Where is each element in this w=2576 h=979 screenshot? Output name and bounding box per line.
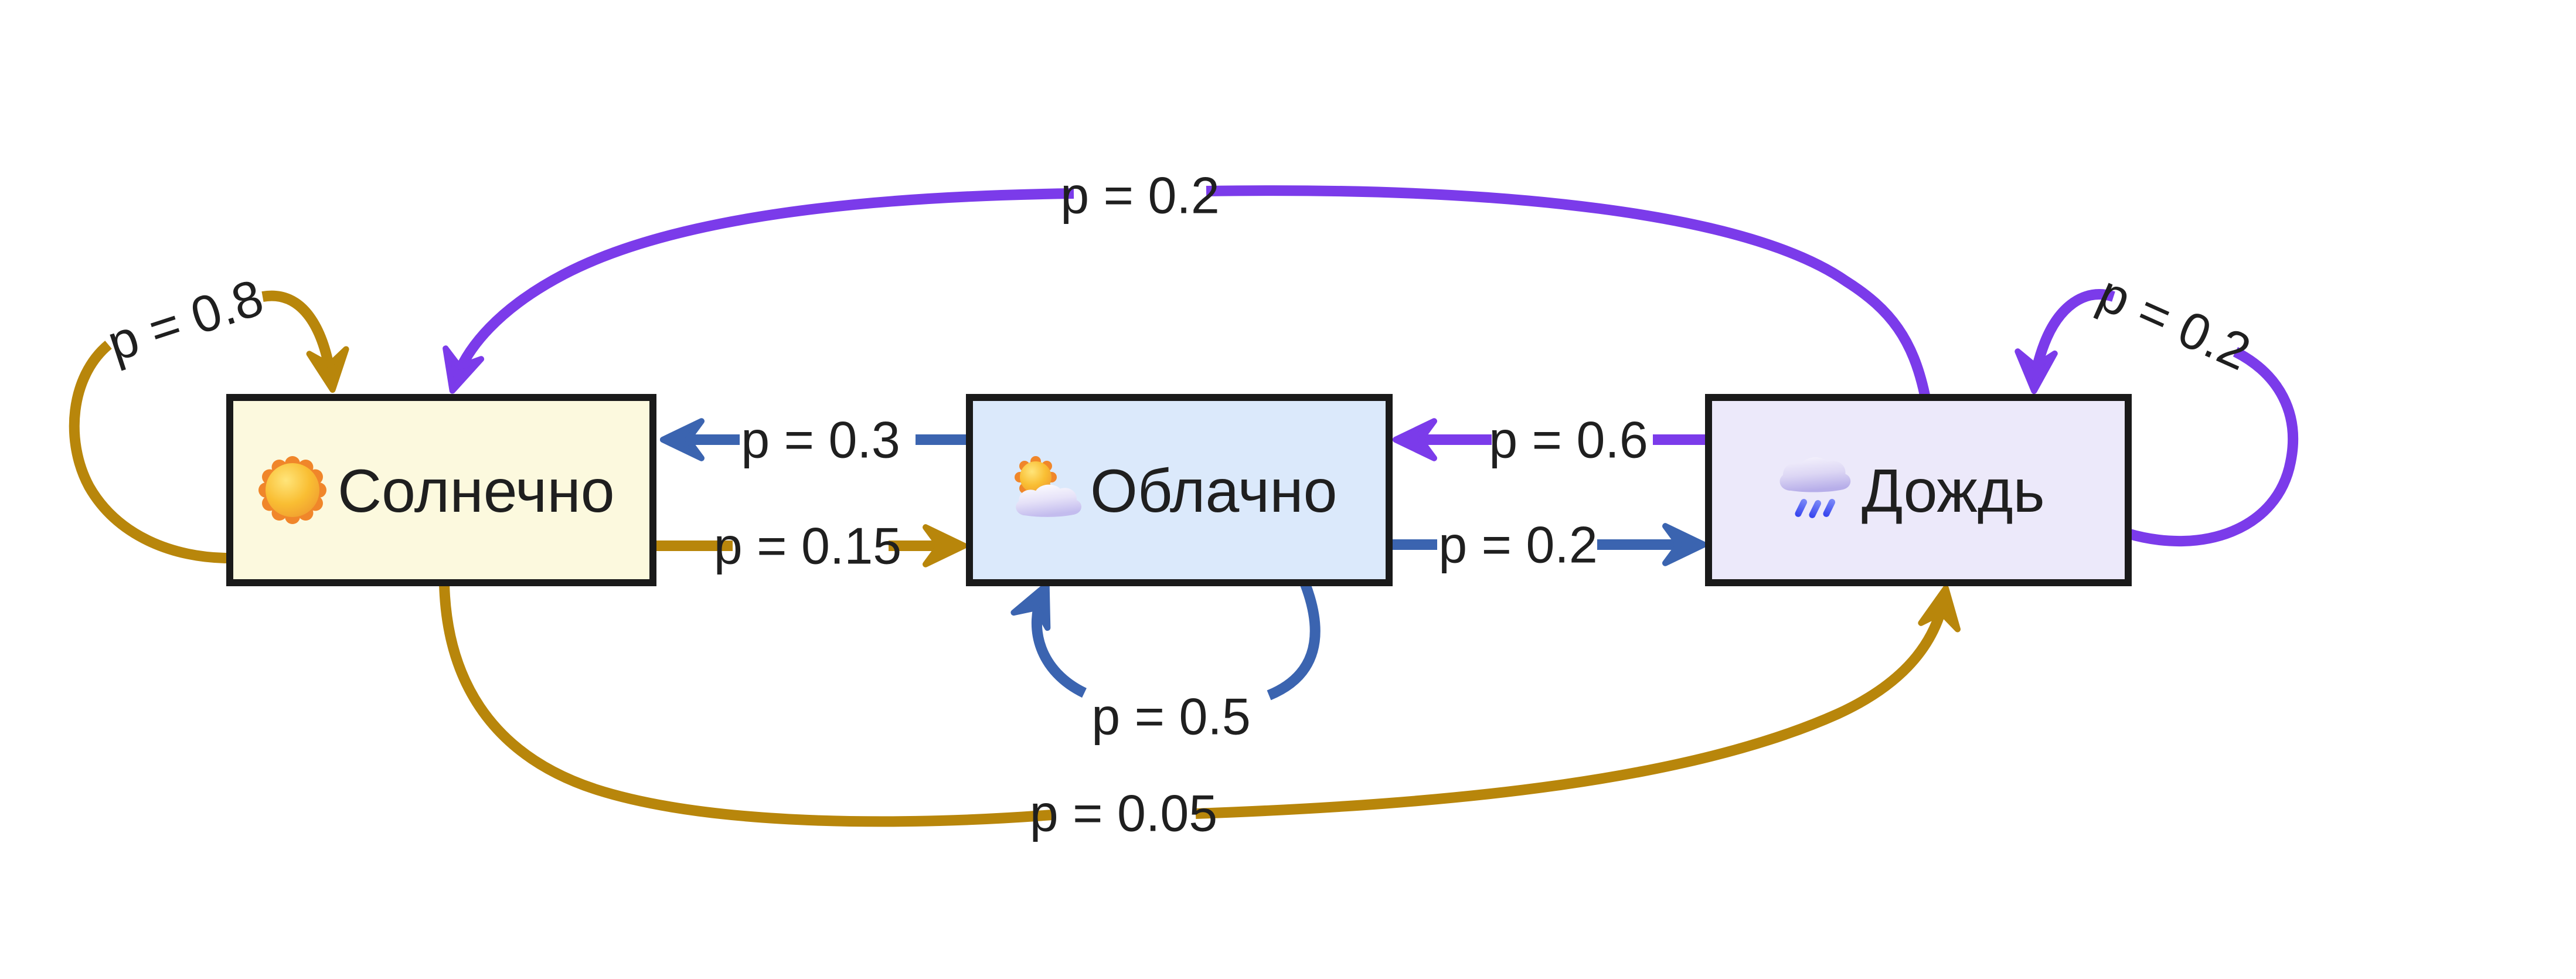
transition-label: p = 0.05 [1030,784,1218,842]
state-label: Дождь [1862,457,2045,525]
state-cloudy: Облачно [966,394,1393,586]
cloudy-self-loop-arrow [1010,582,1087,698]
sun-behind-cloud-icon [1015,456,1081,517]
rain-self-loop-arc [2126,346,2298,546]
transition-cloudy-to-rain: p = 0.2 [1391,516,1707,574]
state-sunny: Солнечно [226,394,656,586]
transition-label: p = 0.2 [1060,166,1220,225]
state-label: Облачно [1090,457,1337,525]
state-rain: Дождь [1705,394,2132,586]
sunny-self-loop-arc [69,341,230,563]
transition-rain-to-cloudy: p = 0.6 [1392,411,1707,469]
sun-icon [258,456,326,524]
transition-rain-to-sunny: p = 0.2 [443,166,1930,396]
rain-cloud-icon [1779,457,1851,518]
cloudy-self-loop-arc [1267,580,1321,701]
rain-to-sunny-arc-right [1206,185,1930,396]
sunny-to-rain-arc-left [439,583,1053,827]
rain-to-sunny-arc-left [443,188,1074,394]
transition-cloudy-to-sunny: p = 0.3 [659,411,967,469]
state-box [1705,394,2132,586]
state-label: Солнечно [338,457,615,525]
transition-label: p = 0.5 [1091,688,1251,746]
rain-self-loop-arrow [2014,289,2115,395]
sunny-to-rain-arc-right [1195,585,1961,819]
transition-label: p = 0.2 [2090,264,2259,382]
transition-cloudy-to-cloudy: p = 0.5 [1010,580,1321,746]
transition-label: p = 0.15 [714,517,902,575]
transition-sunny-to-cloudy: p = 0.15 [655,517,968,575]
sunny-self-loop-arrow [261,290,349,393]
transition-label: p = 0.8 [101,268,270,372]
transition-label: p = 0.3 [741,411,900,469]
transition-sunny-to-rain: p = 0.05 [439,583,1961,842]
transition-label: p = 0.2 [1438,516,1598,574]
transition-label: p = 0.6 [1489,411,1648,469]
